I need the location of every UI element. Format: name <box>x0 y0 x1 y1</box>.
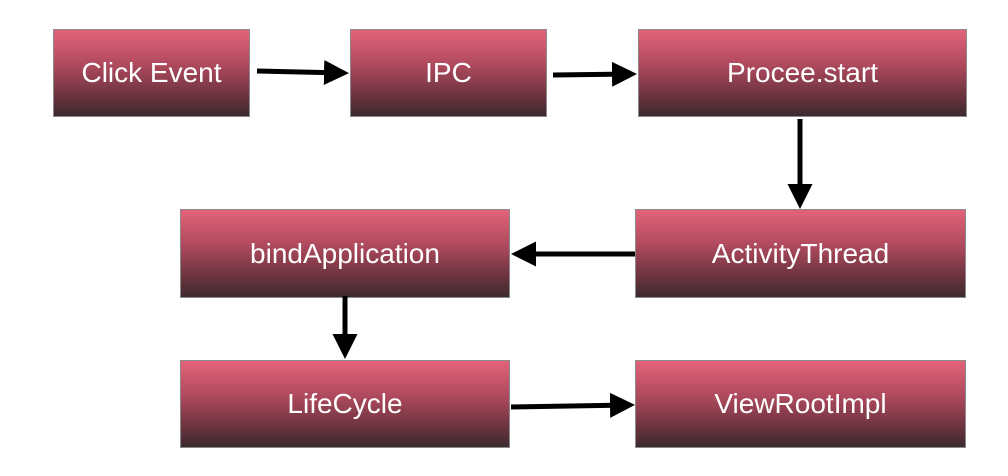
node-label: IPC <box>425 57 472 88</box>
node-label: LifeCycle <box>287 388 403 419</box>
node-label: Procee.start <box>727 57 878 88</box>
node-lifecycle: LifeCycle <box>180 360 510 448</box>
node-label: ActivityThread <box>711 237 890 269</box>
arrow-ipc-to-process-start <box>552 61 637 87</box>
node-label: bindApplication <box>250 237 440 269</box>
node-click-event: Click Event <box>53 29 250 117</box>
node-activity-thread: ActivityThread <box>635 209 966 298</box>
node-view-root-impl: ViewRootImpl <box>635 360 966 448</box>
arrow-click-to-ipc <box>256 60 349 86</box>
node-label: Click Event <box>81 57 222 88</box>
node-ipc: IPC <box>350 29 547 117</box>
node-bind-application: bindApplication <box>180 209 510 298</box>
node-label: ViewRootImpl <box>714 388 887 419</box>
arrow-lifecycle-to-view-root-impl <box>510 392 635 418</box>
node-process-start: Procee.start <box>638 29 967 117</box>
